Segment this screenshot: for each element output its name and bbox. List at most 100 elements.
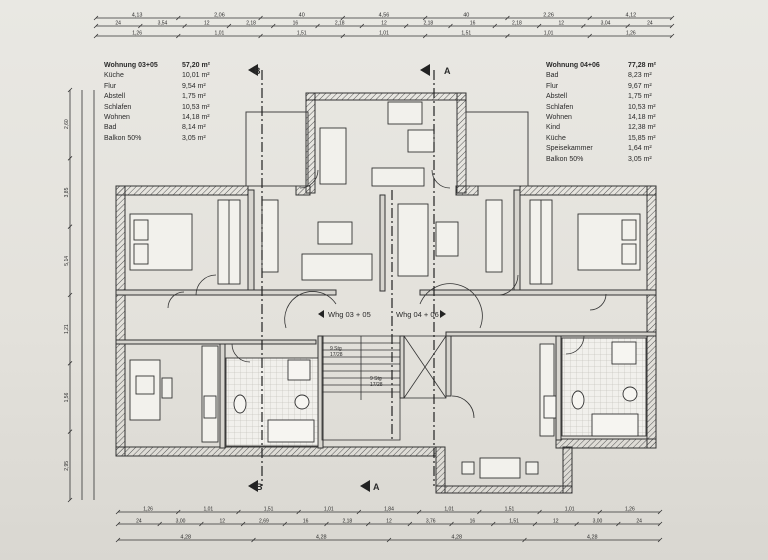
kitchen-right xyxy=(539,343,555,437)
dimension-label: 24 xyxy=(115,21,121,27)
dimension-label: 1,26 xyxy=(132,31,142,37)
north-balcony-left xyxy=(245,111,309,187)
room-area: 9,67 m² xyxy=(628,82,652,90)
dimension-label: 12 xyxy=(381,21,387,27)
dimension-label: 1,01 xyxy=(203,507,213,513)
room-name: Bad xyxy=(546,72,559,80)
room-area: 3,05 m² xyxy=(182,134,206,142)
room-name: Abstell xyxy=(104,93,126,101)
dimension-label: 3,00 xyxy=(593,519,603,525)
dimension-label: 12 xyxy=(204,21,210,27)
room-name: Schlafen xyxy=(104,103,132,111)
dimension-label: 3,85 xyxy=(64,187,70,197)
dimension-label: 4,28 xyxy=(316,535,327,541)
room-name: Speisekammer xyxy=(546,145,593,153)
bottom-dimension-chains xyxy=(115,509,663,543)
dimension-label: 5,14 xyxy=(64,256,70,266)
room-name: Wohnen xyxy=(104,114,130,122)
dimension-label: 40 xyxy=(299,13,305,19)
dimension-label: 4,28 xyxy=(451,535,462,541)
dimension-label: 1,51 xyxy=(297,31,307,37)
dimension-label: 3,54 xyxy=(158,21,168,27)
dimension-label: 1,21 xyxy=(64,324,70,334)
dimension-label: 16 xyxy=(303,519,309,525)
section-mark-b-top: B xyxy=(254,66,261,76)
dimension-label: 12 xyxy=(219,519,225,525)
dimension-label: 1,84 xyxy=(384,507,394,513)
dimension-label: 24 xyxy=(136,519,142,525)
room-name: Küche xyxy=(104,72,124,80)
dimension-label: 16 xyxy=(293,21,299,27)
room-name: Schlafen xyxy=(546,103,574,111)
unit-label-right: Whg 04 + 06 xyxy=(396,310,439,319)
room-name: Balkon 50% xyxy=(104,134,142,142)
north-bed xyxy=(319,127,347,185)
sideboard-left xyxy=(261,199,279,273)
area-row: Balkon 50%3,05 m² xyxy=(546,155,662,165)
dimension-label: 1,26 xyxy=(626,31,636,37)
room-area: 10,01 m² xyxy=(182,72,210,80)
room-area: 14,18 m² xyxy=(628,114,656,122)
room-area: 1,75 m² xyxy=(182,93,206,101)
area-row: Schlafen 10,53 m² xyxy=(104,103,216,113)
dimension-label: 4,28 xyxy=(587,535,598,541)
room-area: 10,53 m² xyxy=(182,103,210,111)
door-swings xyxy=(167,169,607,419)
room-name: Flur xyxy=(104,82,117,90)
dimension-label: 4,56 xyxy=(379,13,390,19)
room-name: Kind xyxy=(546,124,561,132)
dimension-label: 1,01 xyxy=(565,507,575,513)
section-mark-a-top: A xyxy=(444,66,451,76)
left-dimension-chains xyxy=(67,87,95,503)
dimension-label: 1,51 xyxy=(264,507,274,513)
sofa-left xyxy=(301,253,373,281)
outer-walls xyxy=(115,92,657,494)
dimension-label: 4,13 xyxy=(132,13,143,19)
room-name: Wohnen xyxy=(546,114,572,122)
dimension-label: 3,04 xyxy=(601,21,611,27)
unit-label-left: Whg 03 + 05 xyxy=(328,310,371,319)
dimension-label: 2,06 xyxy=(214,13,225,19)
dimension-label: 3,00 xyxy=(176,519,186,525)
dimension-label: 1,01 xyxy=(215,31,225,37)
stair-label-1: 9 Stg xyxy=(330,346,342,352)
north-balcony-right xyxy=(465,111,529,187)
dimension-label: 1,51 xyxy=(505,507,515,513)
room-area: 8,14 m² xyxy=(182,124,206,132)
stair-label-4: 17/28 xyxy=(370,382,383,388)
dimension-label: 2,18 xyxy=(423,21,433,27)
area-row: Abstell 1,75 m² xyxy=(104,92,216,102)
dimension-label: 1,26 xyxy=(143,507,153,513)
room-area: 14,18 m² xyxy=(182,114,210,122)
room-area: 12,38 m² xyxy=(628,124,656,132)
area-table-right-total: 77,28 m² xyxy=(628,62,657,69)
staircase xyxy=(321,335,447,441)
area-row: Kind 12,38 m² xyxy=(546,123,662,133)
stair-label-2: 17/28 xyxy=(330,352,343,358)
area-row: Wohnen 14,18 m² xyxy=(546,113,662,123)
area-row: Wohnen 14,18 m² xyxy=(104,113,216,123)
top-dimension-chains xyxy=(93,15,675,39)
dimension-label: 4,28 xyxy=(180,535,191,541)
dimension-label: 16 xyxy=(470,519,476,525)
area-table-left-total: 57,20 m² xyxy=(182,62,211,69)
dimension-label: 2,60 xyxy=(64,119,70,129)
dimension-label: 2,26 xyxy=(543,13,554,19)
room-area: 1,64 m² xyxy=(628,145,652,153)
room-name: Küche xyxy=(546,134,566,142)
dimension-label: 2,18 xyxy=(335,21,345,27)
section-mark-b-bottom: B xyxy=(256,482,263,492)
area-row: Schlafen 10,53 m² xyxy=(546,103,662,113)
dimension-label: 2,18 xyxy=(512,21,522,27)
dimension-label: 16 xyxy=(470,21,476,27)
room-area: 10,53 m² xyxy=(628,103,656,111)
area-table-right-title: Wohnung 04+06 xyxy=(546,62,600,69)
dimension-label: 1,01 xyxy=(324,507,334,513)
dimension-label: 24 xyxy=(636,519,642,525)
